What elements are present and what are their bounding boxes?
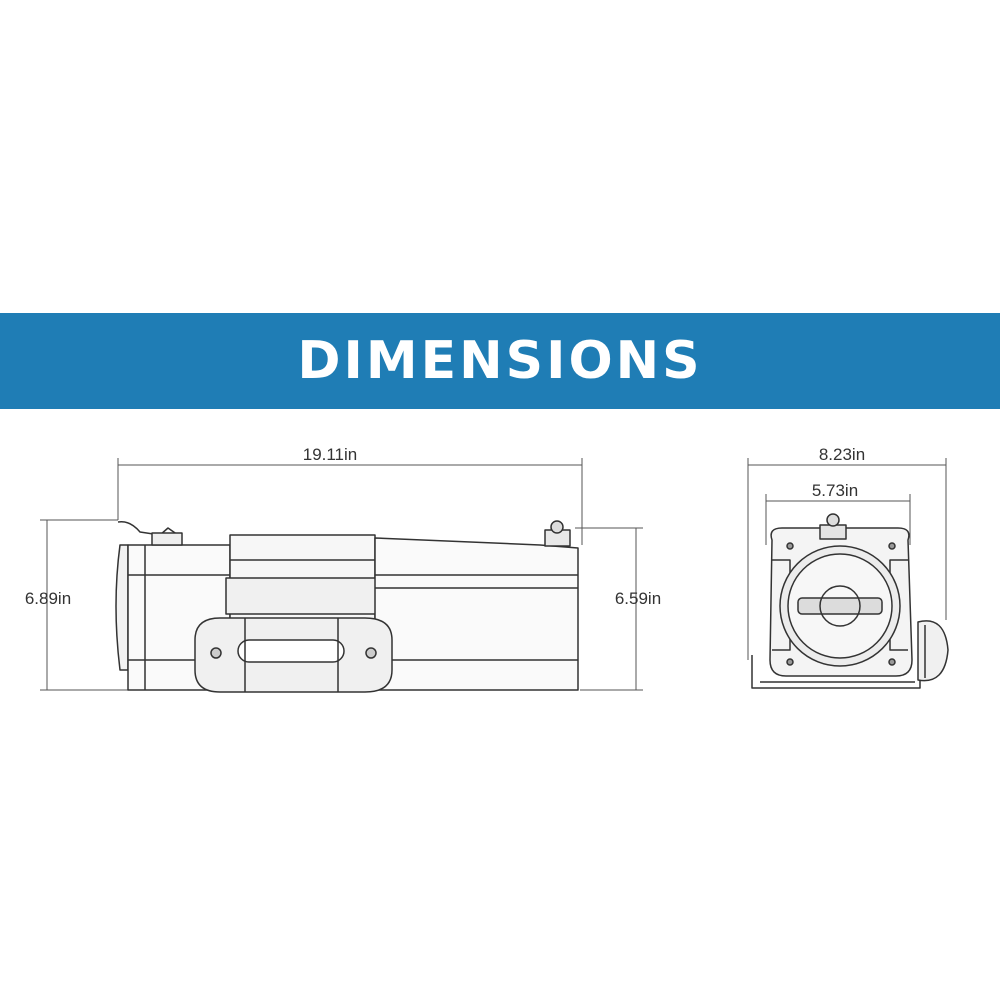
front-drum-width-label: 5.73in <box>812 481 858 500</box>
side-height-left-label: 6.89in <box>25 589 71 608</box>
side-height-right-dimension <box>575 527 643 691</box>
banner-title: DIMENSIONS <box>297 331 703 391</box>
side-height-right-label: 6.59in <box>615 589 661 608</box>
winch-front-view <box>751 513 949 689</box>
winch-side-view <box>115 520 579 693</box>
side-length-dimension <box>117 458 583 545</box>
front-drum-width-dimension <box>765 494 911 545</box>
dimensions-banner: DIMENSIONS <box>0 313 1000 409</box>
front-width-label: 8.23in <box>819 445 865 464</box>
side-length-label: 19.11in <box>303 445 358 464</box>
front-width-dimension <box>747 458 947 660</box>
